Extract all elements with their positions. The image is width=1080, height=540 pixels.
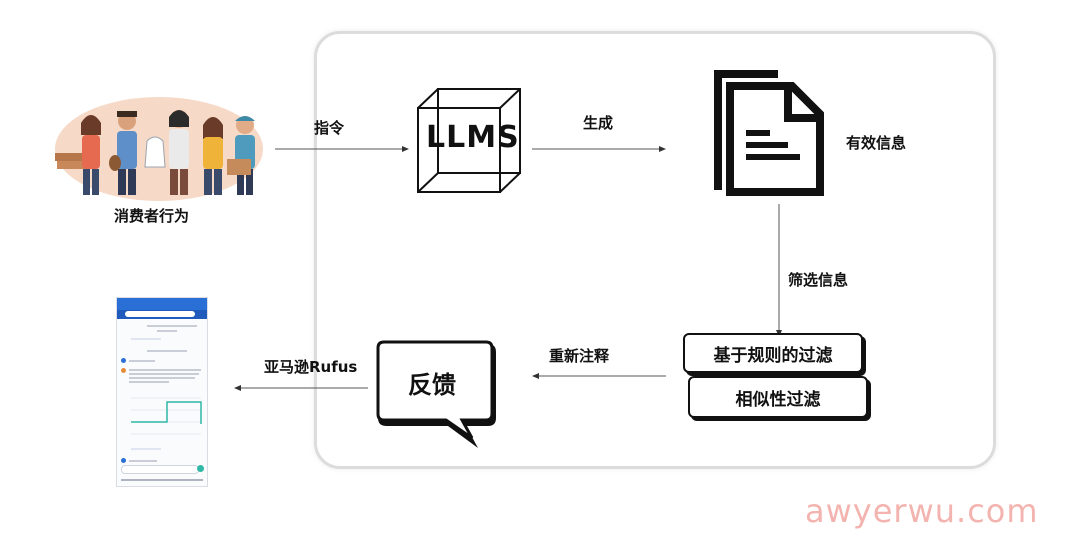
phone-search-bar [117,310,207,319]
rufus-phone-screenshot [116,297,208,487]
arrow-to-rufus [234,385,368,391]
amazon-rufus-label: 亚马逊Rufus [264,358,358,376]
arrow-generate [532,146,666,152]
arrow-reannotate [532,373,666,379]
instruction-label: 指令 [314,119,345,137]
similarity-filter-box: 相似性过滤 [688,376,868,418]
phone-status-bar [117,298,207,310]
reannotate-label: 重新注释 [549,347,610,365]
arrow-filter-info [776,204,782,337]
llm-cube-icon [417,88,521,193]
valid-info-label: 有效信息 [846,134,907,152]
watermark-text: awyerwu.com [805,492,1039,530]
llm-label: LLMS [426,120,520,155]
consumer-behavior-label: 消费者行为 [114,207,190,225]
generate-label: 生成 [583,114,614,132]
rule-based-filter-box: 基于规则的过滤 [683,333,863,373]
feedback-label: 反馈 [408,371,456,399]
filter-info-label: 筛选信息 [788,271,849,289]
speech-bubble-icon [376,340,496,448]
consumer-illustration [55,110,255,195]
document-icon [714,70,824,196]
arrow-instruction [275,146,409,152]
